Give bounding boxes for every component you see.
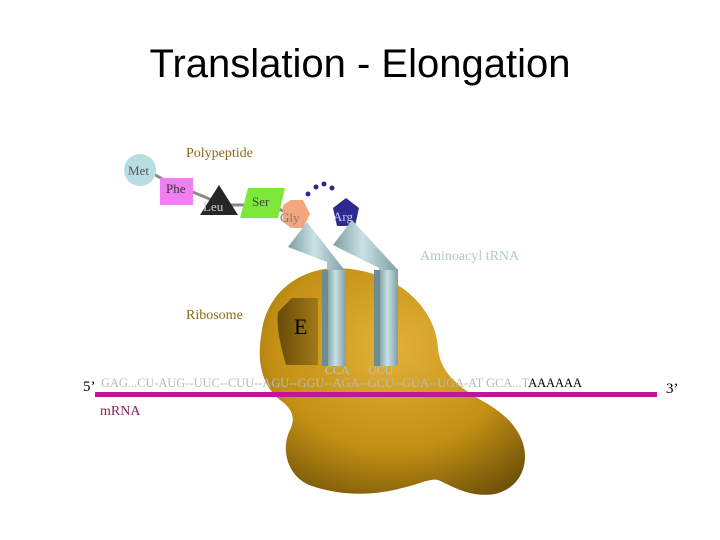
aminoacyl-trna-label: Aminoacyl tRNA — [420, 249, 520, 264]
trna-p-site — [288, 222, 346, 366]
met-label: Met — [128, 163, 149, 178]
met-residue — [124, 154, 156, 186]
e-site-label: E — [294, 314, 307, 339]
e-site-slot — [277, 298, 318, 365]
mrna-sequence: GAG...CU-AUG--UUC--CUU--AGU--GGU--AGA--G… — [101, 376, 582, 390]
mrna-codons: GAG...CU-AUG--UUC--CUU--AGU--GGU--AGA--G… — [101, 376, 530, 390]
leu-residue — [200, 185, 238, 215]
mrna-label: mRNA — [100, 404, 141, 419]
peptide-bond-forming — [305, 181, 335, 197]
anticodon-p-site: CCA — [325, 363, 350, 377]
trna-a-site — [333, 220, 398, 366]
ser-residue — [240, 188, 285, 218]
ribosome-label: Ribosome — [186, 308, 243, 323]
arg-residue — [333, 198, 359, 226]
mrna-strand — [95, 392, 657, 397]
slide-title: Translation - Elongation — [149, 42, 571, 86]
leu-label: Leu — [203, 199, 224, 214]
polypeptide-label: Polypeptide — [186, 146, 253, 161]
ser-label: Ser — [252, 194, 270, 209]
gly-label: Gly — [280, 210, 300, 225]
anticodon-a-site: UCU — [368, 363, 394, 377]
phe-label: Phe — [166, 181, 186, 196]
three-prime-end: 3’ — [666, 381, 679, 397]
poly-a-tail: AAAAAA — [528, 376, 582, 390]
five-prime-end: 5’ — [83, 379, 96, 395]
gly-residue — [283, 200, 310, 228]
phe-residue — [160, 178, 193, 205]
arg-label: Arg — [333, 209, 353, 224]
